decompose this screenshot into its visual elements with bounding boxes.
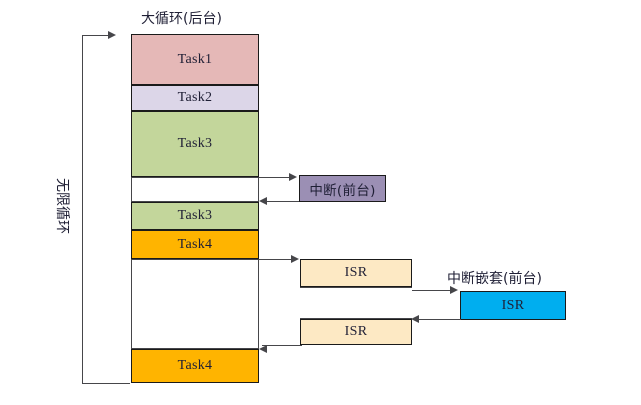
- task-box-task3-second: Task3: [131, 202, 259, 230]
- loop-bracket-vertical: [82, 35, 83, 383]
- main-loop-title: 大循环(后台): [141, 11, 222, 27]
- interrupt-return-arrowhead: [259, 196, 267, 205]
- isr-box-upper: ISR: [300, 259, 412, 287]
- loop-bracket-top: [82, 35, 112, 36]
- preempted-gap-lower: [131, 259, 259, 349]
- nested-isr-return-arrowhead: [411, 314, 419, 323]
- interrupt-return-line: [262, 201, 300, 202]
- task-box-task4-second: Task4: [131, 349, 259, 383]
- nested-interrupt-title: 中断嵌套(前台): [447, 271, 542, 287]
- isr-enter-line: [259, 259, 294, 260]
- loop-bracket-bottom: [82, 383, 130, 384]
- task-box-task2: Task2: [131, 85, 259, 111]
- nested-isr-return-line: [415, 319, 461, 320]
- preempted-gap-upper: [131, 177, 259, 202]
- isr-box-lower: ISR: [300, 319, 412, 345]
- task-box-task4-first: Task4: [131, 230, 259, 259]
- nested-isr-enter-arrowhead: [450, 285, 458, 294]
- isr-preempted-gap: [300, 287, 412, 319]
- task-box-task3-first: Task3: [131, 111, 259, 177]
- isr-return-arrowhead: [259, 344, 267, 353]
- infinite-loop-label: 无限循环: [54, 178, 70, 234]
- isr-return-line: [262, 345, 302, 346]
- interrupt-foreground-box: 中断(前台): [299, 175, 386, 202]
- nested-isr-enter-line: [412, 290, 454, 291]
- interrupt-enter-arrowhead: [289, 172, 297, 181]
- isr-enter-arrowhead: [291, 254, 299, 263]
- task-box-task1: Task1: [131, 34, 259, 85]
- nested-isr-box: ISR: [460, 291, 566, 320]
- loop-bracket-arrowhead: [108, 30, 116, 39]
- interrupt-enter-line: [259, 177, 292, 178]
